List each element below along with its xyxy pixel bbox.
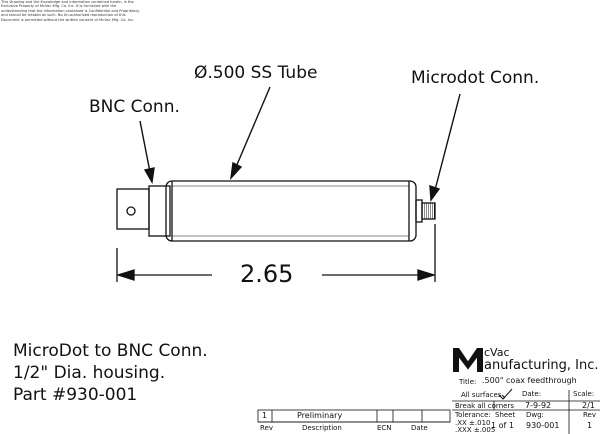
scale-label: Scale: [573, 390, 595, 398]
bnc-collar [148, 185, 171, 237]
drawing-scale: 2/1 [582, 401, 595, 410]
logo-text-line-2: anufacturing, Inc. [484, 358, 599, 373]
logo-m-mark [453, 348, 483, 372]
drawing-date: 7-9-92 [525, 401, 552, 410]
rev-number: 1 [587, 421, 593, 430]
dwg-label: Dwg: [526, 411, 544, 419]
revision-header-ecn: ECN [377, 424, 392, 432]
logo-text-line-1: cVac [484, 346, 510, 359]
tolerance-label: Tolerance: [455, 411, 491, 419]
confidentiality-notice: This Drawing and the Knowledge and infor… [1, 0, 141, 22]
revision-header-date: Date [411, 424, 428, 432]
tube-callout: Ø.500 SS Tube [194, 63, 318, 83]
microdot-leader [434, 93, 461, 191]
ss-tube [165, 180, 417, 242]
tube-leader-arrowhead [230, 161, 243, 181]
revision-row-description: Preliminary [297, 411, 343, 420]
bnc-leader-arrowhead [143, 167, 155, 185]
revision-row-rev: 1 [262, 411, 268, 420]
note-all-surfaces: All surfaces [461, 391, 502, 399]
revision-table [257, 409, 451, 423]
length-dimension: 2.65 [240, 260, 294, 288]
dimension-arrow-left [115, 269, 135, 281]
microdot-collar [415, 199, 423, 223]
bnc-callout: BNC Conn. [89, 97, 180, 117]
microdot-connector [421, 202, 436, 220]
drawing-title: .500" coax feedthrough [482, 376, 577, 385]
tube-leader [235, 86, 271, 168]
description-line-3: Part #930-001 [13, 385, 138, 405]
rev-label: Rev [583, 411, 596, 419]
bnc-connector [116, 188, 150, 230]
description-line-2: 1/2" Dia. housing. [13, 363, 166, 383]
bnc-leader [139, 120, 151, 173]
title-label: Title: [459, 378, 477, 386]
description-line-1: MicroDot to BNC Conn. [13, 341, 208, 361]
revision-header-description: Description [302, 424, 342, 432]
drawing-number: 930-001 [526, 421, 560, 430]
finish-check-mark [498, 388, 513, 400]
company-logo: cVac anufacturing, Inc. [453, 344, 600, 376]
microdot-leader-arrowhead [429, 185, 441, 202]
dimension-arrow-right [417, 269, 437, 281]
microdot-callout: Microdot Conn. [411, 68, 540, 88]
note-break-corners: Break all corners [455, 402, 514, 410]
bnc-pin-hole [126, 206, 136, 216]
sheet-label: Sheet [495, 411, 516, 419]
revision-header-rev: Rev [260, 424, 273, 432]
sheet-number: 1 of 1 [491, 421, 514, 430]
tolerance-three-place: .XXX ±.005 [455, 426, 496, 434]
tolerance-two-place: .XX ±.010 [455, 419, 491, 427]
date-label: Date: [522, 390, 542, 398]
